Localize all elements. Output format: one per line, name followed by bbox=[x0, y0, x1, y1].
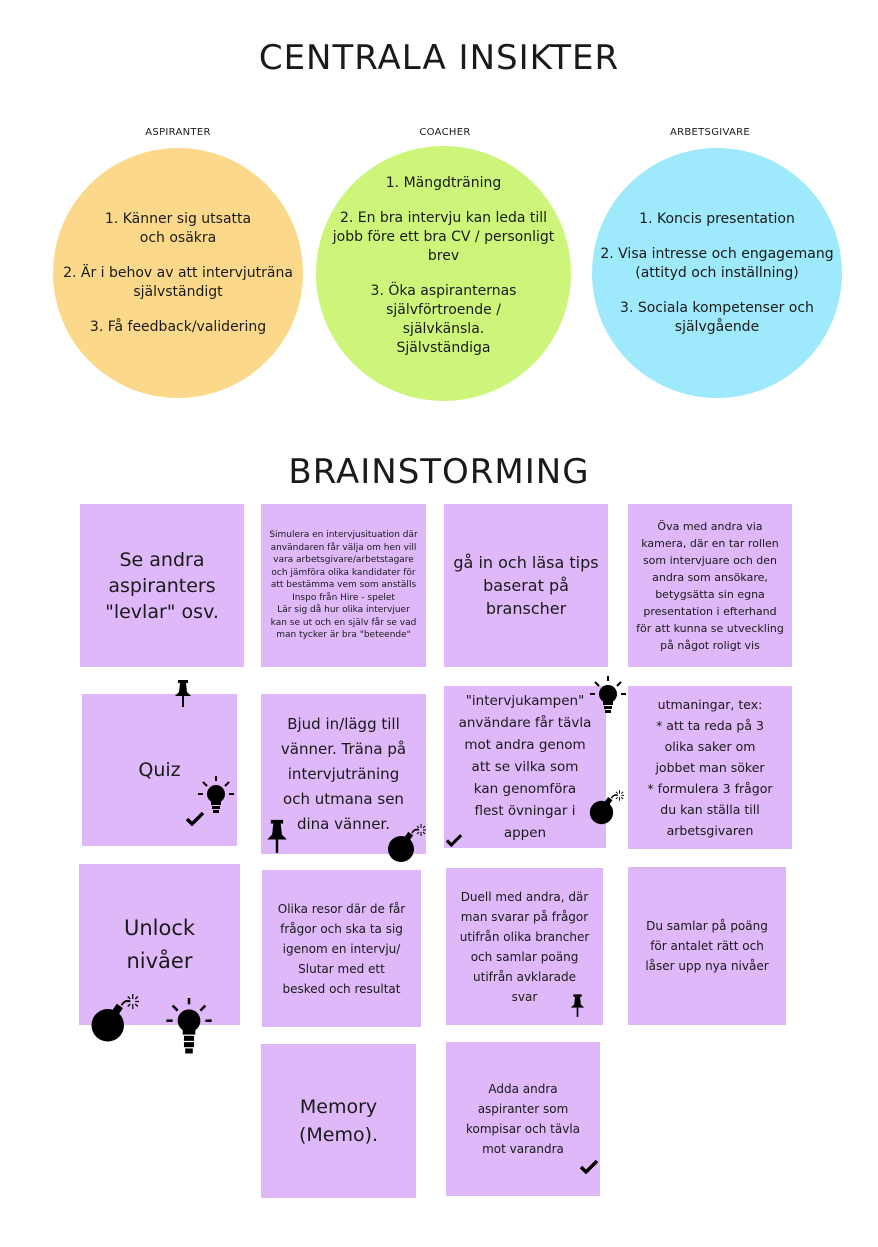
note-text: Bjud in/lägg till vänner. Träna på inter… bbox=[280, 714, 407, 833]
sticky-note: Simulera en intervjusituation där använd… bbox=[261, 504, 426, 667]
sticky-note: "intervjukampen" användare får tävla mot… bbox=[444, 686, 606, 848]
note-text: Unlock nivåer bbox=[123, 915, 196, 973]
insights-title: CENTRALA INSIKTER bbox=[258, 38, 620, 78]
circle-item: 1. Koncis presentation bbox=[639, 210, 795, 227]
sticky-note: gå in och läsa tips baserat på branscher bbox=[444, 504, 608, 667]
circle-item: 1. Mängdträning bbox=[385, 175, 502, 191]
note-text: Du samlar på poäng för antalet rätt och … bbox=[645, 919, 769, 973]
pin-icon bbox=[267, 819, 287, 853]
brainstorming-title: BRAINSTORMING bbox=[288, 452, 590, 492]
circle-aspiranter: 1. Känner sig utsatta och osäkra 2. Är i… bbox=[53, 148, 303, 398]
circle-arbetsgivare: 1. Koncis presentation 2. Visa intresse … bbox=[592, 148, 842, 398]
note-text: Olika resor där de får frågor och ska ta… bbox=[277, 901, 406, 996]
sticky-note: Olika resor där de får frågor och ska ta… bbox=[262, 870, 421, 1027]
circle-item: 3. Öka aspiranternas självförtroende / s… bbox=[370, 283, 517, 356]
lightbulb-icon bbox=[198, 776, 234, 813]
sticky-note: Du samlar på poäng för antalet rätt och … bbox=[628, 867, 786, 1025]
sticky-note: Memory (Memo). bbox=[261, 1044, 416, 1198]
sticky-note: Bjud in/lägg till vänner. Träna på inter… bbox=[261, 694, 426, 854]
note-text: Öva med andra via kamera, där en tar rol… bbox=[636, 519, 784, 652]
bomb-icon bbox=[91, 994, 139, 1042]
circle-item: 1. Känner sig utsatta och osäkra bbox=[104, 210, 252, 246]
lightbulb-icon bbox=[590, 676, 626, 713]
circle-item: 3. Sociala kompetenser och självgående bbox=[620, 299, 814, 335]
note-text: Duell med andra, där man svarar på frågo… bbox=[459, 889, 590, 1004]
circle-item: 2. Visa intresse och engagemang (attityd… bbox=[600, 245, 834, 281]
note-text: utmaningar, tex: * att ta reda på 3 olik… bbox=[647, 697, 773, 838]
note-text: Memory (Memo). bbox=[298, 1096, 379, 1146]
sticky-note: Unlock nivåer bbox=[79, 864, 240, 1025]
circle-item: 3. Få feedback/validering bbox=[89, 318, 267, 335]
bomb-icon bbox=[589, 790, 624, 825]
checkmark-icon bbox=[446, 834, 462, 847]
sticky-note: Adda andra aspiranter som kompisar och t… bbox=[446, 1042, 600, 1196]
note-text: gå in och läsa tips baserat på branscher bbox=[453, 553, 599, 618]
circle-item: 2. Är i behov av att intervjuträna själv… bbox=[63, 264, 293, 300]
group-label-aspiranter: ASPIRANTER bbox=[145, 127, 211, 138]
note-text: Se andra aspiranters "levlar" osv. bbox=[105, 548, 219, 623]
note-text: Quiz bbox=[138, 759, 181, 781]
checkmark-icon bbox=[580, 1160, 598, 1174]
note-text: "intervjukampen" användare får tävla mot… bbox=[458, 693, 592, 841]
sticky-note: utmaningar, tex: * att ta reda på 3 olik… bbox=[628, 686, 792, 849]
pin-icon bbox=[175, 680, 191, 707]
bomb-icon bbox=[388, 824, 426, 862]
group-label-coacher: COACHER bbox=[419, 127, 471, 138]
note-text: Simulera en intervjusituation där använd… bbox=[269, 530, 418, 641]
group-label-arbetsgivare: ARBETSGIVARE bbox=[669, 127, 751, 138]
note-text: Adda andra aspiranter som kompisar och t… bbox=[465, 1082, 581, 1156]
sticky-note: Quiz bbox=[82, 694, 237, 846]
checkmark-icon bbox=[186, 812, 204, 826]
sticky-note: Öva med andra via kamera, där en tar rol… bbox=[628, 504, 792, 667]
pin-icon bbox=[570, 994, 585, 1017]
sticky-note: Se andra aspiranters "levlar" osv. bbox=[80, 504, 244, 667]
lightbulb-icon bbox=[166, 998, 212, 1054]
circle-item: 2. En bra intervju kan leda till jobb fö… bbox=[332, 210, 555, 264]
circle-coacher: 1. Mängdträning 2. En bra intervju kan l… bbox=[316, 146, 571, 401]
